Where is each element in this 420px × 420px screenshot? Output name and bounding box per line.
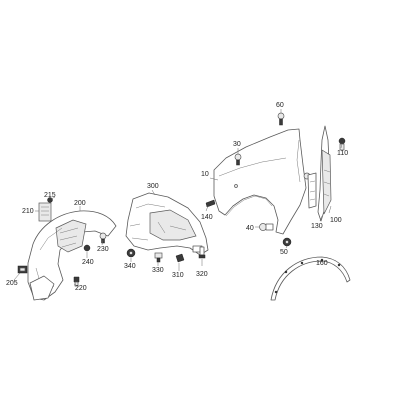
clip-205: [17, 265, 28, 274]
front-fender: [213, 128, 311, 235]
callout-230: 230: [97, 246, 109, 253]
callout-30: 30: [233, 141, 241, 148]
callout-220: 220: [75, 285, 87, 292]
wheel-housing-liner-rear: [125, 192, 209, 256]
callout-340: 340: [124, 263, 136, 270]
clip-340: [126, 248, 136, 258]
fastener-60: [277, 112, 285, 126]
callout-215: 215: [44, 192, 56, 199]
clip-320: [198, 246, 206, 259]
wheel-arch-trim: [270, 256, 351, 301]
callout-300: 300: [147, 183, 159, 190]
callout-200: 200: [74, 200, 86, 207]
callout-60: 60: [276, 102, 284, 109]
fender-side-bracket: [307, 125, 332, 222]
callout-100: 100: [330, 217, 342, 224]
callout-130: 130: [311, 223, 323, 230]
callout-320: 320: [196, 271, 208, 278]
fastener-140: [205, 199, 216, 208]
callout-50: 50: [280, 249, 288, 256]
callout-110: 110: [337, 150, 348, 157]
callout-labels: 10 60 110 30 40 50 140 130 100 160 300 2…: [6, 102, 348, 292]
callout-240: 240: [82, 259, 94, 266]
fastener-110: [338, 137, 346, 151]
callout-205: 205: [6, 280, 18, 287]
callout-10: 10: [201, 171, 209, 178]
callout-210: 210: [22, 208, 34, 215]
fastener-40: [259, 223, 274, 231]
callout-40: 40: [246, 225, 254, 232]
clip-220: [73, 276, 80, 287]
bracket-210: [38, 202, 52, 222]
callout-160: 160: [316, 260, 328, 267]
wheel-housing-liner-front: [27, 210, 117, 301]
leader-lines: [13, 109, 343, 286]
callout-310: 310: [172, 272, 184, 279]
clip-230: [99, 232, 107, 244]
clip-310: [175, 253, 185, 263]
clip-240: [83, 244, 91, 252]
callout-140: 140: [201, 214, 213, 221]
clip-330: [154, 252, 163, 263]
fastener-50: [282, 237, 292, 247]
callout-330: 330: [152, 267, 164, 274]
